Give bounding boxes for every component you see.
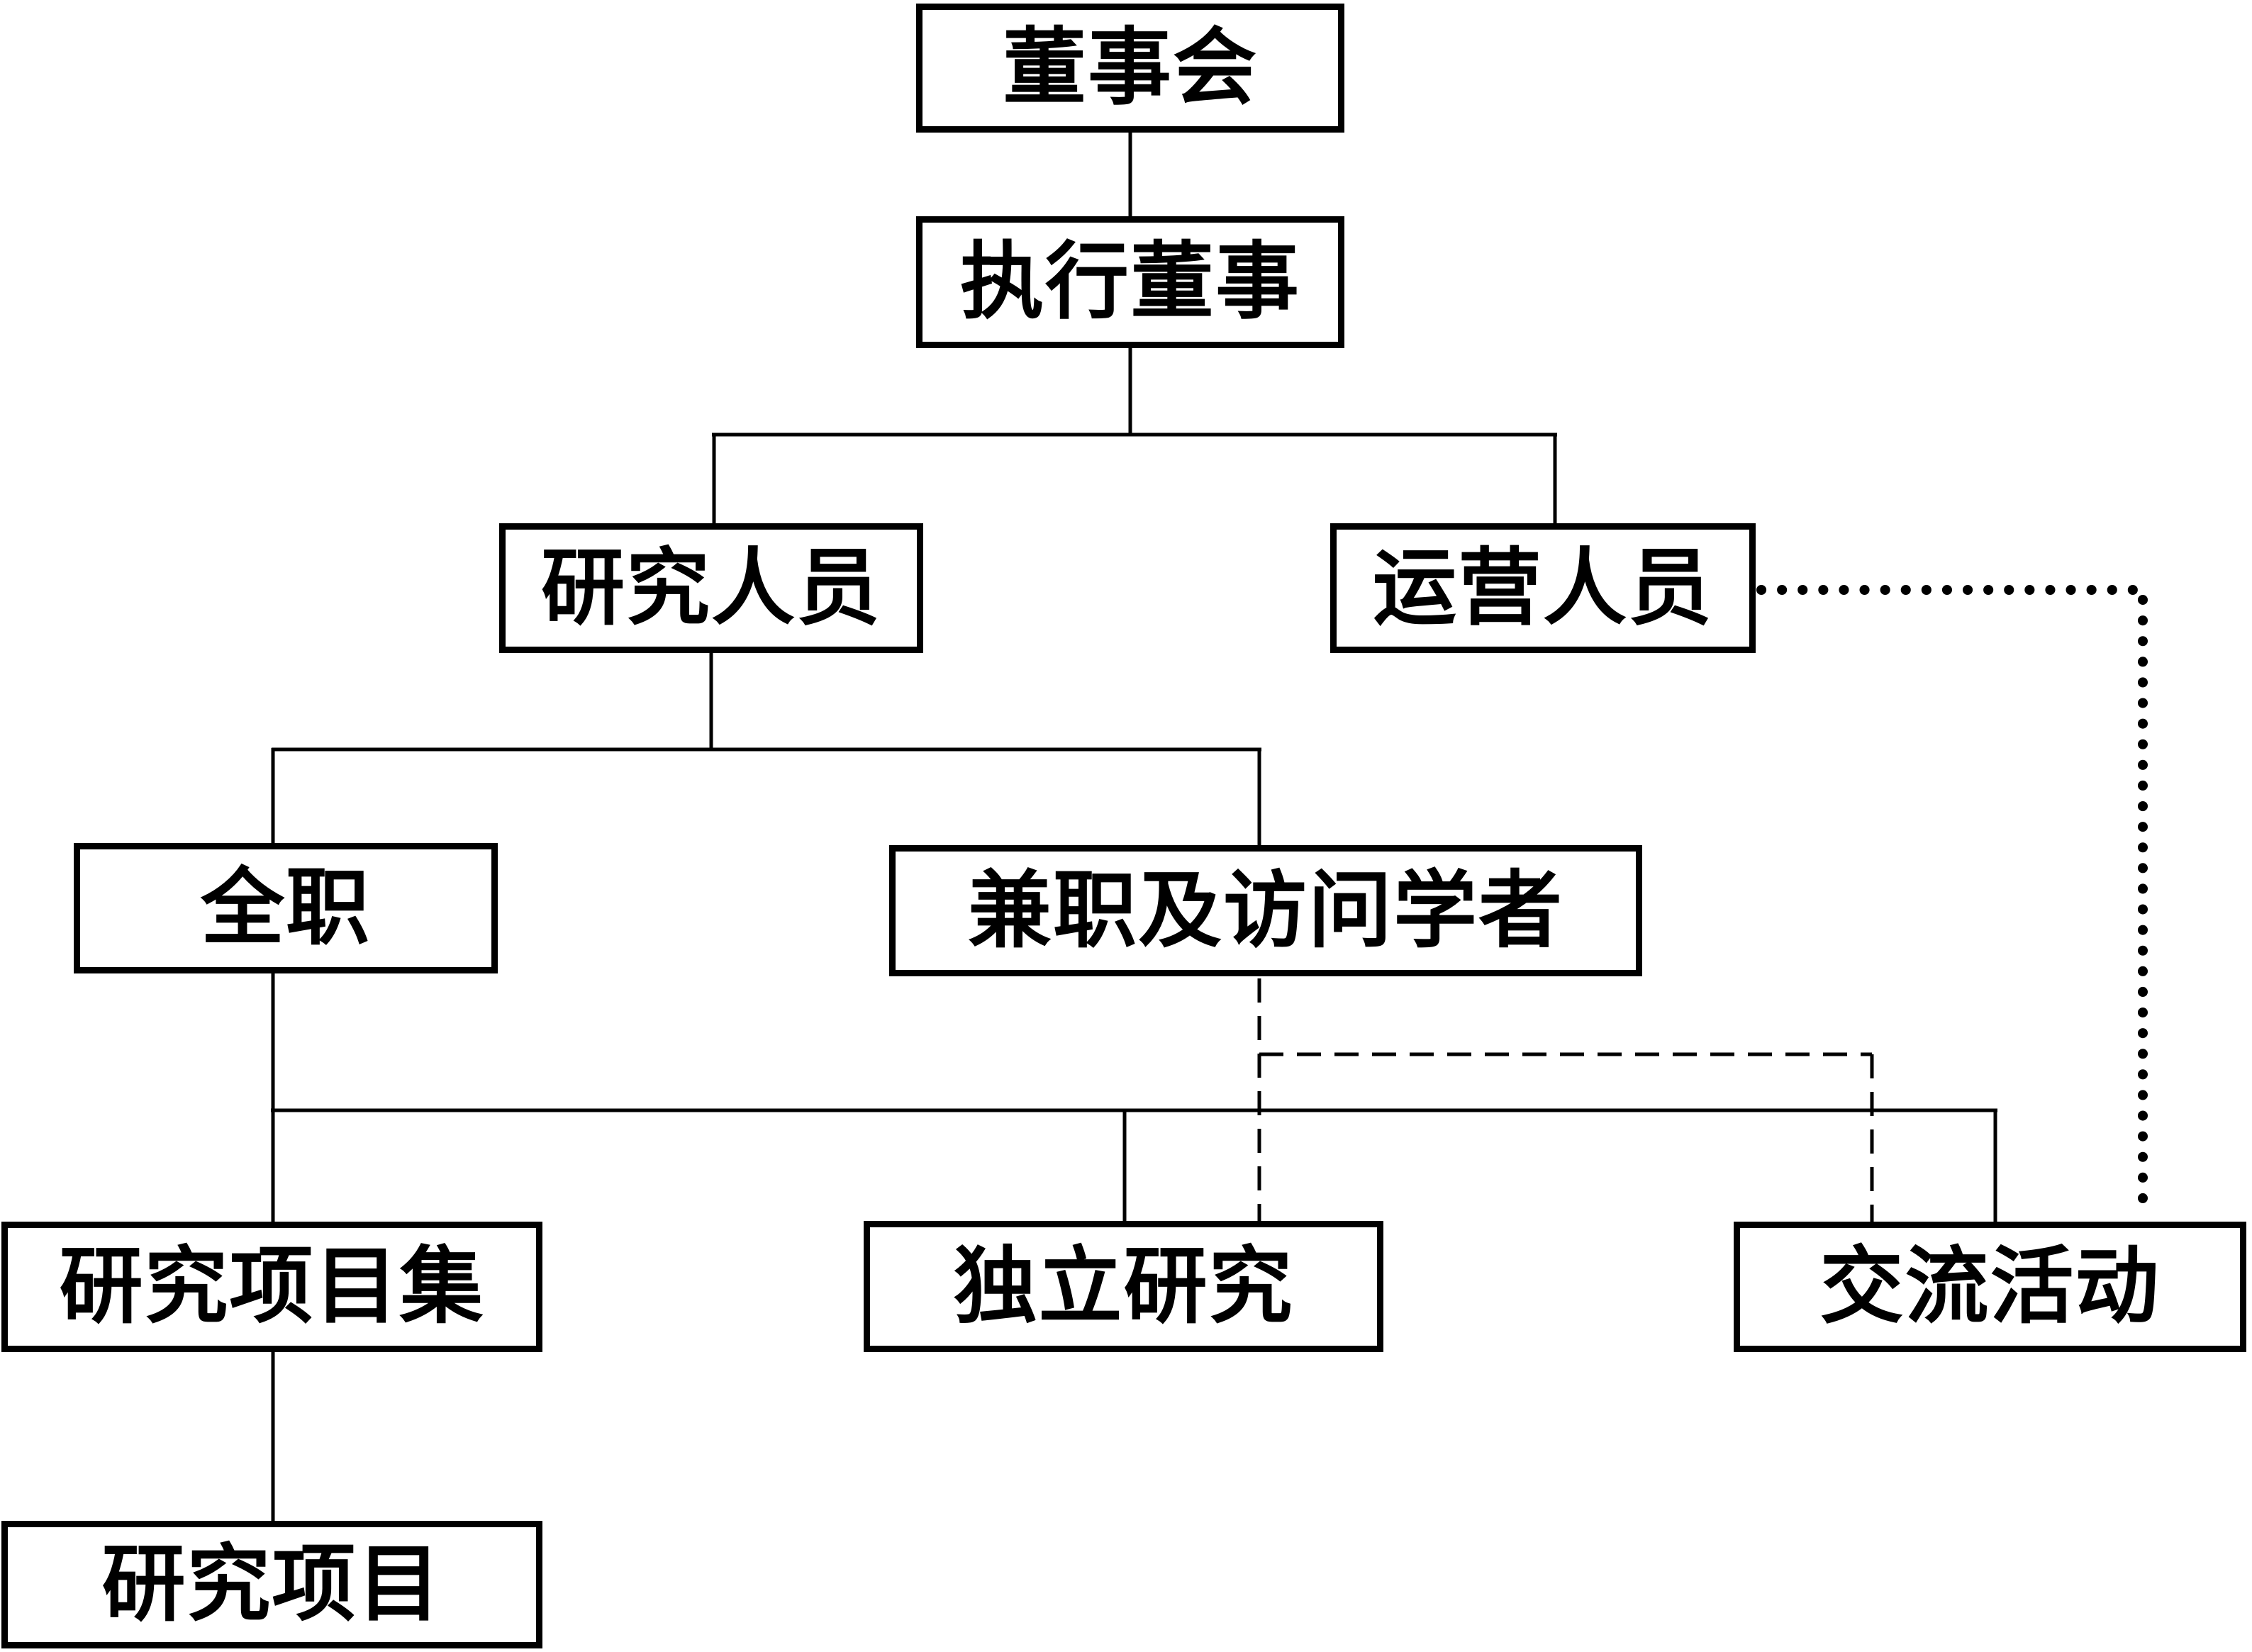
dotted-connectors: [1756, 585, 2148, 1222]
node-executive-director: 执行董事: [916, 216, 1344, 348]
node-operations-staff-label: 运营人员: [1372, 541, 1713, 635]
node-independent-research: 独立研究: [864, 1221, 1383, 1352]
dashed-connectors: [1257, 978, 1874, 1225]
node-board-of-directors: 董事会: [916, 4, 1344, 133]
node-full-time-label: 全职: [200, 861, 371, 955]
solid-connectors: [271, 128, 1997, 1524]
node-research-program-sets-label: 研究项目集: [59, 1240, 485, 1334]
node-research-projects-label: 研究项目: [101, 1538, 442, 1631]
node-operations-staff: 运营人员: [1330, 523, 1756, 653]
node-part-time-visiting-scholars: 兼职及访问学者: [889, 845, 1642, 976]
node-research-staff-label: 研究人员: [540, 541, 881, 635]
node-exchange-activities-label: 交流活动: [1819, 1240, 2161, 1334]
node-part-time-visiting-scholars-label: 兼职及访问学者: [967, 864, 1563, 958]
node-research-program-sets: 研究项目集: [1, 1222, 542, 1352]
node-research-projects: 研究项目: [1, 1521, 542, 1648]
node-executive-director-label: 执行董事: [959, 235, 1300, 329]
node-full-time: 全职: [74, 843, 498, 973]
node-board-of-directors-label: 董事会: [1002, 21, 1258, 115]
node-research-staff: 研究人员: [499, 523, 923, 653]
node-exchange-activities: 交流活动: [1734, 1222, 2246, 1352]
node-independent-research-label: 独立研究: [953, 1239, 1294, 1334]
